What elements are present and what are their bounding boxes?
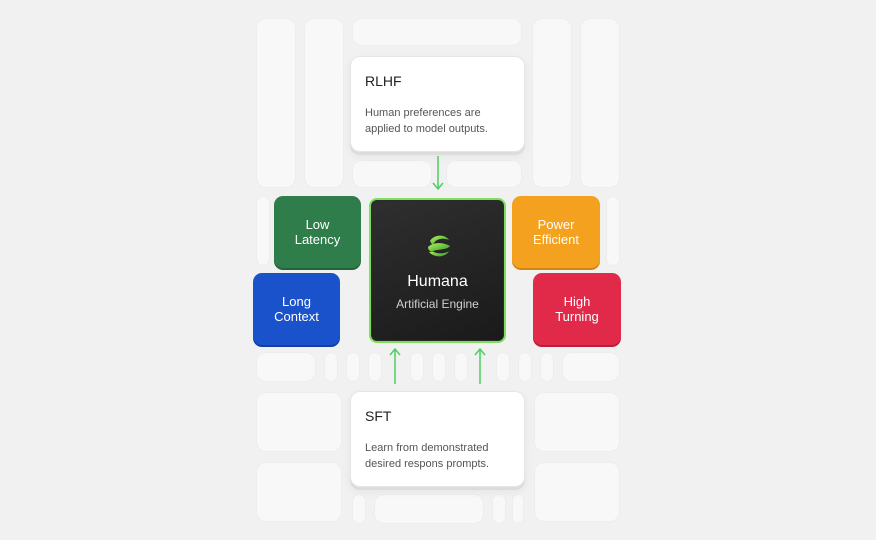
chip-label: Long: [282, 294, 311, 309]
chip-label: Latency: [294, 232, 341, 247]
bg-tile: [256, 462, 342, 522]
power-efficient-chip: Power Efficient: [512, 196, 600, 268]
bg-tile: [256, 352, 316, 382]
rlhf-desc-line1: Human preferences are: [365, 107, 481, 119]
bg-tile: [256, 18, 296, 188]
bg-tile: [324, 352, 338, 382]
bg-tile: [304, 18, 344, 188]
sft-desc-line2: desired respons prompts.: [365, 458, 490, 470]
rlhf-desc-line2: applied to model outputs.: [365, 123, 488, 135]
bg-tile: [496, 352, 510, 382]
rlhf-title: RLHF: [365, 73, 402, 89]
bg-tile: [410, 352, 424, 382]
high-turning-chip: High Turning: [533, 273, 621, 345]
bg-tile: [580, 18, 620, 188]
arrow-up-icon: [474, 347, 486, 384]
swirl-logo-icon: [428, 235, 450, 257]
arrow-down-icon: [432, 156, 444, 191]
bg-tile: [352, 18, 522, 46]
bg-tile: [446, 160, 522, 188]
bg-tile: [346, 352, 360, 382]
humana-engine-chip: Humana Artificial Engine: [369, 198, 506, 343]
bg-tile: [562, 352, 620, 382]
rlhf-description: Human preferences are applied to model o…: [365, 105, 510, 137]
chip-label: Power: [537, 217, 575, 232]
engine-title: Humana: [407, 273, 468, 290]
arrow-up-icon: [389, 347, 401, 384]
bg-tile: [534, 462, 620, 522]
sft-description: Learn from demonstrated desired respons …: [365, 440, 510, 472]
bg-tile: [540, 352, 554, 382]
bg-tile: [534, 392, 620, 452]
sft-title: SFT: [365, 408, 392, 424]
bg-tile: [512, 494, 524, 524]
chip-label: Context: [274, 309, 319, 324]
chip-label: Efficient: [532, 232, 579, 247]
bg-tile: [352, 494, 366, 524]
sft-card: SFT Learn from demonstrated desired resp…: [350, 391, 525, 487]
bg-tile: [606, 196, 620, 266]
chip-label: Turning: [555, 309, 599, 324]
low-latency-chip: Low Latency: [274, 196, 361, 268]
bg-tile: [454, 352, 468, 382]
bg-tile: [256, 392, 342, 452]
engine-subtitle: Artificial Engine: [396, 297, 479, 311]
chip-label: Low: [305, 217, 330, 232]
chip-label: High: [563, 294, 591, 309]
sft-desc-line1: Learn from demonstrated: [365, 442, 489, 454]
bg-tile: [374, 494, 484, 524]
bg-tile: [532, 18, 572, 188]
bg-tile: [368, 352, 382, 382]
long-context-chip: Long Context: [253, 273, 340, 345]
bg-tile: [432, 352, 446, 382]
rlhf-card: RLHF Human preferences are applied to mo…: [350, 56, 525, 152]
bg-tile: [352, 160, 432, 188]
bg-tile: [492, 494, 506, 524]
bg-tile: [256, 196, 270, 266]
bg-tile: [518, 352, 532, 382]
